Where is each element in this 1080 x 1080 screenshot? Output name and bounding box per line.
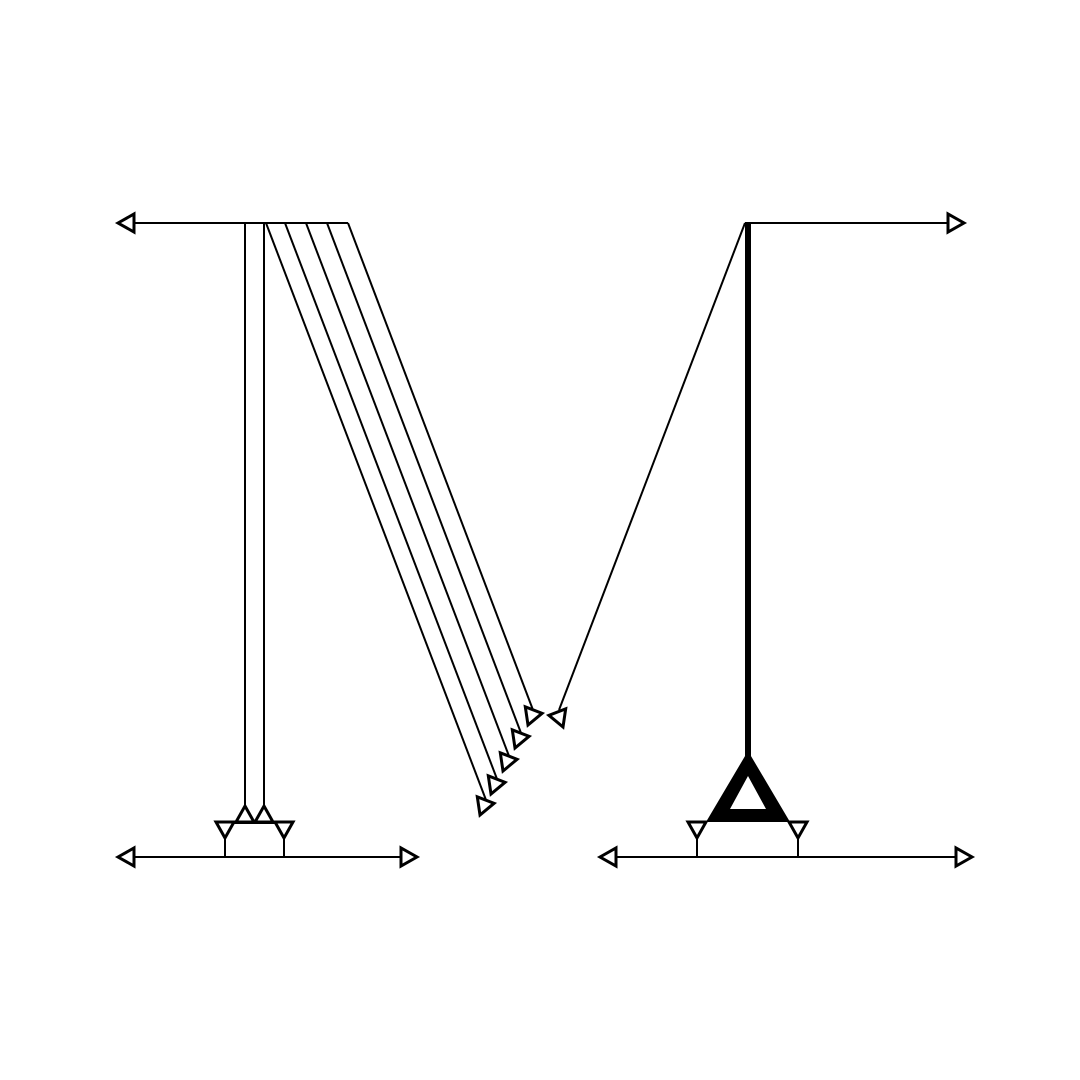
foot-tip-left-2-icon [272, 820, 296, 842]
diagonal-tip-3-icon [498, 750, 521, 774]
stem-tip-left-2-icon [252, 802, 276, 824]
foot-tip-left-1-icon [213, 820, 237, 842]
rail-end-bottom-right-end-icon [954, 845, 976, 869]
diagonal-tip-2-icon [486, 773, 509, 797]
stroke-layer [132, 222, 958, 858]
foot-tip-right-1-icon [685, 820, 709, 842]
diagonal-line-2 [284, 222, 498, 780]
right-diagonal-tip-icon [545, 706, 568, 730]
diagonal-tip-1-icon [475, 794, 498, 818]
diagonal-tip-5-icon [523, 704, 546, 728]
diagonal-line-4 [326, 222, 522, 734]
heavy-triangle-icon [706, 751, 790, 822]
diagonal-line-5 [347, 222, 534, 711]
stem-tip-left-1-icon [233, 802, 257, 824]
rail-end-bottom-left-start-icon [114, 845, 136, 869]
foot-tip-right-2-icon [786, 820, 810, 842]
arrowhead-layer [114, 211, 976, 869]
rail-end-bottom-left-end-icon [399, 845, 421, 869]
rail-end-top-right-icon [946, 211, 968, 235]
diagonal-tip-4-icon [510, 727, 533, 751]
diagonal-line-3 [305, 222, 510, 757]
rail-end-bottom-right-start-icon [596, 845, 618, 869]
diagonal-line-1 [265, 222, 487, 801]
right-diagonal-line [558, 222, 746, 711]
rail-end-top-left-icon [114, 211, 136, 235]
